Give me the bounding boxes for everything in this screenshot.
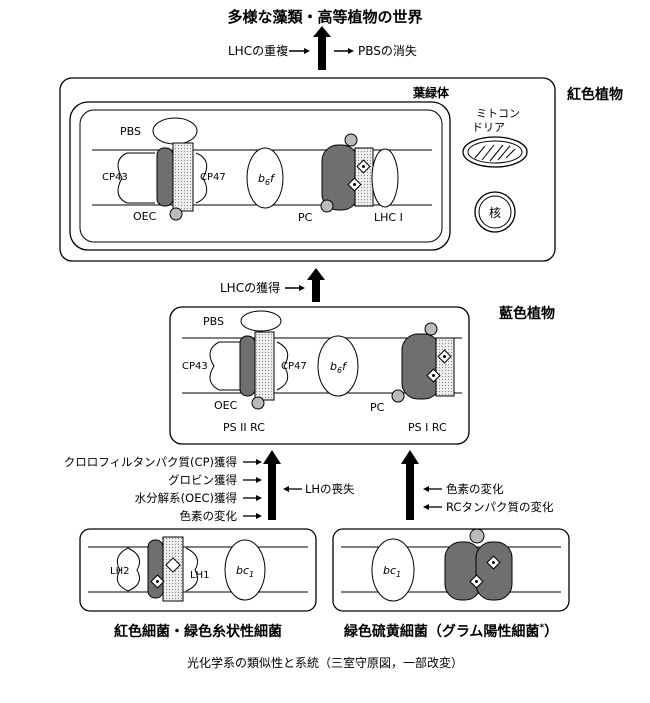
cyano-oec-label: OEC [214, 399, 238, 412]
diagram-title: 多様な藻類・高等植物の世界 [227, 8, 422, 26]
pc-top-circle [344, 133, 358, 147]
cyano-ps1-label: PS I RC [408, 421, 447, 434]
lh-loss-label: LHの喪失 [305, 482, 355, 496]
cyano-b6f [317, 335, 359, 397]
lh1-label: LH1 [190, 570, 209, 581]
top-arrow-group: LHCの重複 PBSの消失 [228, 26, 417, 70]
up-arrow-top-head [313, 26, 331, 37]
purple-label: 紅色細菌・緑色糸状性細菌 [114, 623, 282, 640]
pbs-ellipse [152, 117, 198, 145]
cyano-psii-d2 [254, 331, 275, 401]
cyano-oec-circle [251, 396, 265, 410]
pbs-loss-label: PBSの消失 [358, 43, 417, 58]
purple-rc-dark [147, 539, 164, 599]
up-arrow-top [318, 33, 326, 70]
red-plant-label: 紅色植物 [567, 86, 623, 103]
cyano-pc-circle [391, 389, 405, 403]
left-evolution-arrow: クロロフィルタンパク質(CP)獲得 グロビン獲得 水分解系(OEC)獲得 色素の… [64, 450, 355, 523]
cp47-label: CP47 [200, 172, 226, 183]
cyano-pc-label: PC [370, 401, 385, 414]
right-change-1: 色素の変化 [446, 482, 504, 496]
pc-label: PC [298, 211, 313, 224]
psii-d2 [172, 142, 194, 212]
cyano-cp43-label: CP43 [182, 361, 208, 372]
lhc1-ellipse [371, 148, 399, 208]
cyano-pc-top [424, 322, 438, 336]
right-change-2: RCタンパク質の変化 [446, 500, 554, 514]
lh2-label: LH2 [110, 566, 129, 577]
middle-arrow-group: LHCの獲得 [220, 268, 325, 302]
lhc-duplication-label: LHCの重複 [228, 43, 288, 58]
left-change-3: 水分解系(OEC)獲得 [135, 491, 237, 505]
left-change-4: 色素の変化 [180, 509, 238, 523]
pbs-label: PBS [120, 125, 141, 138]
oec-label: OEC [133, 210, 157, 223]
b6f-complex [246, 147, 284, 209]
nucleus [474, 191, 516, 233]
green-sulfur-label: 緑色硫黄細菌（グラム陽性細菌*） [344, 623, 558, 640]
gs-bc1 [371, 538, 415, 602]
pc-circle [320, 199, 334, 213]
cyano-psii-d1 [239, 335, 256, 397]
cyano-pbs-ellipse [240, 310, 282, 332]
psi-subunit [354, 147, 374, 207]
cyano-ps2-label: PS II RC [223, 421, 265, 434]
oec-circle [169, 207, 183, 221]
mitochondria [462, 136, 528, 168]
chloroplast [69, 101, 451, 251]
mito-label-2: ドリア [472, 121, 505, 134]
green-sulfur-cell: bc1 緑色硫黄細菌（グラム陽性細菌*） [332, 528, 570, 640]
left-change-1: クロロフィルタンパク質(CP)獲得 [64, 455, 237, 469]
figure-caption: 光化学系の類似性と系統（三室守原図，一部改変） [187, 655, 463, 670]
cyano-psi-subunit [435, 337, 455, 397]
cyano-cp47-label: CP47 [281, 361, 307, 372]
gs-bc1-label: bc1 [383, 564, 401, 579]
cp43-label: CP43 [102, 172, 128, 183]
lhc1-label: LHC I [374, 211, 403, 224]
purple-bc1 [224, 539, 266, 601]
gs-rc-right [475, 541, 513, 601]
lhc-acquire-label: LHCの獲得 [220, 280, 280, 295]
left-change-2: グロビン獲得 [168, 473, 237, 487]
purple-bc1-label: bc1 [236, 564, 254, 579]
chloroplast-label: 葉緑体 [412, 85, 450, 100]
purple-bacteria-cell: LH2 LH1 bc1 紅色細菌・緑色糸状性細菌 [79, 528, 317, 640]
red-plant-cell: 紅色植物 葉緑体 PBS CP43 CP47 OEC b6f [59, 77, 623, 262]
cyano-label: 藍色植物 [499, 305, 555, 322]
cyano-b6f-label: b6f [330, 360, 348, 375]
b6f-label: b6f [258, 172, 276, 187]
nucleus-label: 核 [489, 206, 501, 220]
psii-d1 [156, 147, 174, 207]
right-evolution-arrow: 色素の変化 RCタンパク質の変化 [401, 450, 554, 520]
gs-top-circle [469, 528, 485, 544]
cyano-pbs-label: PBS [203, 315, 224, 328]
cyanobacteria-cell: 藍色植物 PBS CP43 CP47 OEC b6f PC PS II RC P… [169, 305, 555, 445]
cyano-psi-core [401, 333, 441, 400]
mito-label-1: ミトコン [476, 107, 520, 120]
